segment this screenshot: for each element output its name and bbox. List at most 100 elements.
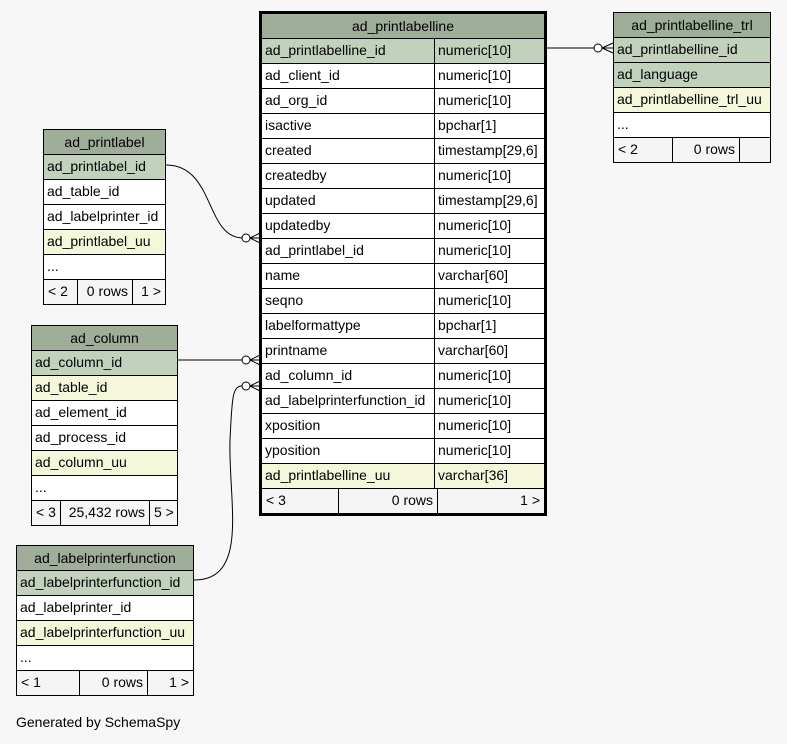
- edge-column-many-marker: [249, 354, 261, 366]
- parents-link[interactable]: < 2: [618, 141, 638, 157]
- column-name: ...: [47, 258, 59, 274]
- column-type: numeric[10]: [434, 289, 544, 313]
- column-type: varchar[60]: [434, 264, 544, 288]
- generated-by-footer: Generated by SchemaSpy: [16, 714, 181, 730]
- table-row: ad_printlabel_id numeric[10]: [262, 239, 544, 264]
- edge-trl-optional-marker: [593, 43, 603, 53]
- column-type: numeric[10]: [434, 364, 544, 388]
- table-row: ad_labelprinterfunction_uu: [17, 621, 193, 646]
- row-count: 0 rows: [338, 489, 437, 513]
- column-name: ad_process_id: [35, 429, 127, 445]
- column-name: ad_client_id: [265, 67, 340, 83]
- table-row: ad_printlabel_id: [44, 155, 165, 180]
- row-count: 25,432 rows: [60, 501, 149, 525]
- table-row: ad_column_id numeric[10]: [262, 364, 544, 389]
- column-name: ad_element_id: [35, 404, 127, 420]
- parents-link[interactable]: < 3: [36, 504, 56, 520]
- column-type: numeric[10]: [434, 214, 544, 238]
- table-ad-printlabelline-trl[interactable]: ad_printlabelline_trl ad_printlabelline_…: [613, 12, 771, 163]
- column-name: ad_org_id: [265, 92, 328, 108]
- column-type: bpchar[1]: [434, 314, 544, 338]
- column-name: name: [265, 267, 301, 283]
- table-footer: < 1 0 rows 1 >: [17, 671, 193, 695]
- table-row: ad_printlabel_uu: [44, 230, 165, 255]
- column-type: bpchar[1]: [434, 114, 544, 138]
- row-count: 0 rows: [77, 280, 132, 304]
- table-footer: < 3 25,432 rows 5 >: [32, 501, 177, 525]
- column-name: ad_printlabel_id: [265, 242, 364, 258]
- column-name: ad_column_id: [265, 367, 353, 383]
- table-header: ad_printlabelline_trl: [614, 13, 770, 38]
- column-type: numeric[10]: [434, 39, 544, 63]
- table-footer: < 2 0 rows: [614, 138, 770, 162]
- table-row: ad_labelprinter_id: [44, 205, 165, 230]
- column-name: ad_printlabelline_id: [265, 42, 386, 58]
- edge-lpf-optional-marker: [241, 381, 251, 391]
- table-row: ad_labelprinter_id: [17, 596, 193, 621]
- table-row: ad_org_id numeric[10]: [262, 89, 544, 114]
- edge-lpf-to-printlabelline: [193, 385, 243, 581]
- row-count: 0 rows: [672, 138, 739, 162]
- column-type: numeric[10]: [434, 389, 544, 413]
- column-name: ad_language: [617, 66, 698, 82]
- table-row: ...: [32, 476, 177, 501]
- table-ad-printlabel[interactable]: ad_printlabel ad_printlabel_id ad_table_…: [43, 129, 166, 305]
- parents-link[interactable]: < 3: [266, 492, 286, 508]
- column-name: ...: [35, 479, 47, 495]
- column-name: ...: [617, 116, 629, 132]
- table-row: ad_table_id: [32, 376, 177, 401]
- table-row: ad_element_id: [32, 401, 177, 426]
- column-type: numeric[10]: [434, 89, 544, 113]
- column-name: xposition: [265, 417, 321, 433]
- table-row: ad_language: [614, 63, 770, 88]
- column-name: ad_column_id: [35, 354, 123, 370]
- column-name: ...: [20, 649, 32, 665]
- table-header: ad_printlabel: [44, 130, 165, 155]
- column-name: ad_column_uu: [35, 454, 127, 470]
- table-row: ad_column_uu: [32, 451, 177, 476]
- children-link[interactable]: 5 >: [149, 501, 177, 525]
- column-name: ad_labelprinterfunction_id: [265, 392, 426, 408]
- table-row: ...: [614, 113, 770, 138]
- column-name: ad_labelprinterfunction_uu: [20, 624, 186, 640]
- column-type: varchar[60]: [434, 339, 544, 363]
- column-type: timestamp[29,6]: [434, 189, 544, 213]
- row-count: 0 rows: [79, 671, 147, 695]
- column-name: createdby: [265, 167, 327, 183]
- table-footer: < 2 0 rows 1 >: [44, 280, 165, 304]
- column-type: varchar[36]: [434, 464, 544, 488]
- column-type: numeric[10]: [434, 239, 544, 263]
- table-header: ad_printlabelline: [262, 14, 544, 39]
- column-name: updatedby: [265, 217, 331, 233]
- table-row: name varchar[60]: [262, 264, 544, 289]
- column-name: ad_printlabel_uu: [47, 233, 151, 249]
- table-row: ad_printlabelline_id: [614, 38, 770, 63]
- edge-printlabel-optional-marker: [241, 233, 251, 243]
- parents-link[interactable]: < 1: [21, 674, 41, 690]
- table-row: ad_printlabelline_id numeric[10]: [262, 39, 544, 64]
- table-row: ad_labelprinterfunction_id: [17, 571, 193, 596]
- column-name: ad_printlabel_id: [47, 158, 146, 174]
- children-link[interactable]: 1 >: [132, 280, 165, 304]
- table-ad-column[interactable]: ad_column ad_column_id ad_table_id ad_el…: [31, 325, 178, 526]
- table-row: ...: [44, 255, 165, 280]
- column-name: ad_labelprinterfunction_id: [20, 574, 181, 590]
- children-link[interactable]: [739, 138, 770, 162]
- children-link[interactable]: 1 >: [147, 671, 193, 695]
- column-type: numeric[10]: [434, 439, 544, 463]
- table-row: ad_process_id: [32, 426, 177, 451]
- parents-link[interactable]: < 2: [48, 283, 68, 299]
- children-link[interactable]: 1 >: [437, 489, 544, 513]
- column-name: seqno: [265, 292, 304, 308]
- table-row: ad_printlabelline_trl_uu: [614, 88, 770, 113]
- table-row: seqno numeric[10]: [262, 289, 544, 314]
- column-name: labelformattype: [265, 317, 361, 333]
- column-name: ad_table_id: [47, 183, 120, 199]
- table-ad-labelprinterfunction[interactable]: ad_labelprinterfunction ad_labelprinterf…: [16, 545, 194, 696]
